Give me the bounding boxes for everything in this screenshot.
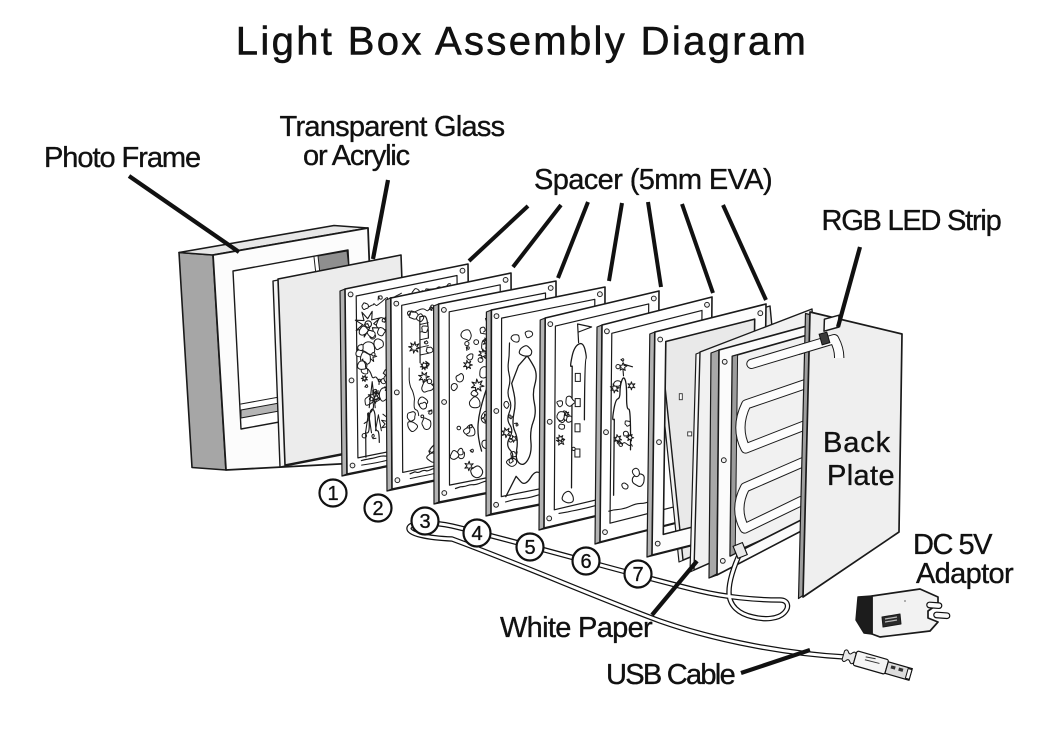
svg-text:RGB LED Strip: RGB LED Strip [821,205,1000,237]
svg-text:1: 1 [327,483,338,505]
svg-text:3: 3 [419,511,430,533]
svg-text:Transparent Glass: Transparent Glass [280,111,505,143]
svg-text:Photo Frame: Photo Frame [44,142,200,174]
svg-text:White Paper: White Paper [500,612,653,644]
svg-text:DC 5V: DC 5V [913,529,993,561]
svg-text:Plate: Plate [827,460,895,492]
svg-text:Back: Back [823,427,891,459]
svg-text:Adaptor: Adaptor [916,558,1014,590]
svg-text:6: 6 [580,551,591,573]
svg-text:USB Cable: USB Cable [606,659,735,691]
svg-text:5: 5 [524,537,535,559]
svg-text:Spacer (5mm EVA): Spacer (5mm EVA) [534,164,772,196]
svg-text:or Acrylic: or Acrylic [303,140,410,172]
svg-text:2: 2 [372,498,383,520]
svg-text:4: 4 [471,523,482,545]
svg-text:7: 7 [632,564,643,586]
svg-text:Light Box Assembly Diagram: Light Box Assembly Diagram [236,20,808,64]
